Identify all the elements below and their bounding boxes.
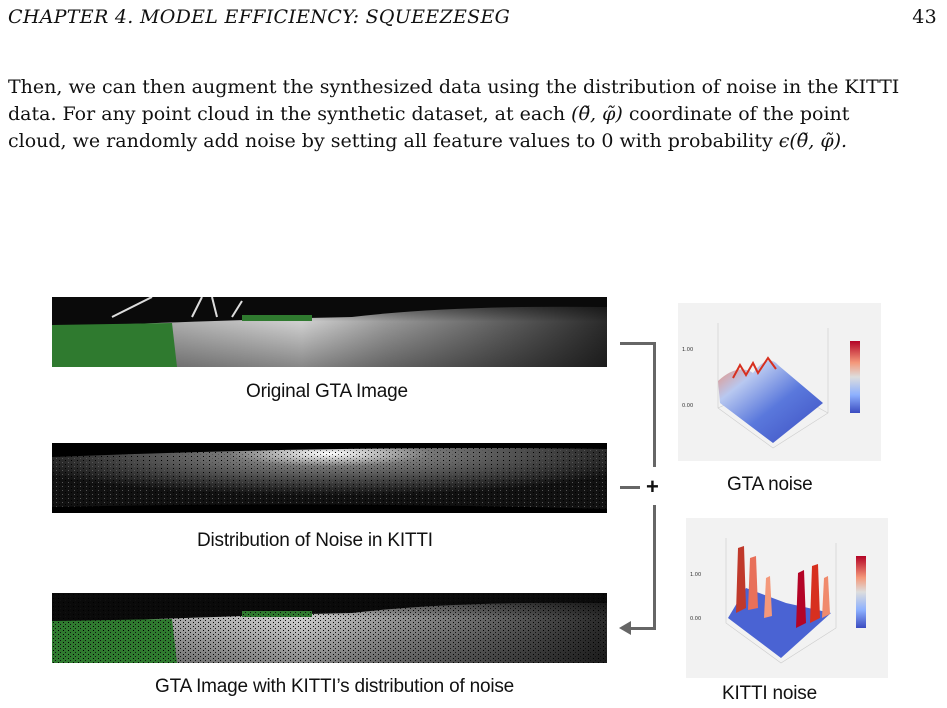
math-theta-phi: (θ̃, φ̃) <box>571 103 623 125</box>
svg-text:0.00: 0.00 <box>682 403 693 409</box>
original-gta-image <box>52 297 607 367</box>
plus-sign: + <box>646 474 659 499</box>
paragraph-line-1: Then, we can then augment the synthesize… <box>8 76 900 98</box>
gta-noise-label: GTA noise <box>727 474 813 495</box>
caption-noise-distribution: Distribution of Noise in KITTI <box>197 530 433 551</box>
chapter-title: CHAPTER 4. MODEL EFFICIENCY: SQUEEZESEG <box>8 6 511 28</box>
paragraph-line-3: cloud, we randomly add noise by setting … <box>8 130 848 152</box>
gta-noise-plot: 1.00 0.00 <box>678 303 881 461</box>
bracket-vertical-top <box>653 342 656 467</box>
bracket-vertical-bottom <box>653 505 656 629</box>
running-header: CHAPTER 4. MODEL EFFICIENCY: SQUEEZESEG … <box>8 6 937 28</box>
caption-original-gta: Original GTA Image <box>246 381 408 402</box>
svg-text:1.00: 1.00 <box>690 572 701 578</box>
kitti-noise-distribution-image <box>52 443 607 513</box>
gta-image-with-kitti-noise <box>52 593 607 663</box>
svg-text:0.00: 0.00 <box>690 616 701 622</box>
bracket-bottom-arm <box>630 627 656 630</box>
kitti-noise-plot: 1.00 0.00 <box>686 518 888 678</box>
math-epsilon: ϵ(θ̃, φ̃). <box>778 130 848 152</box>
page-number: 43 <box>912 6 937 28</box>
arrow-head-icon <box>619 621 631 635</box>
bracket-top-arm <box>620 342 656 345</box>
paragraph-line-2: data. For any point cloud in the synthet… <box>8 103 850 125</box>
kitti-noise-label: KITTI noise <box>722 683 817 704</box>
svg-text:1.00: 1.00 <box>682 347 693 353</box>
bracket-mid-arm <box>620 486 640 489</box>
body-paragraph: Then, we can then augment the synthesize… <box>8 74 938 155</box>
caption-result: GTA Image with KITTI’s distribution of n… <box>155 676 515 697</box>
